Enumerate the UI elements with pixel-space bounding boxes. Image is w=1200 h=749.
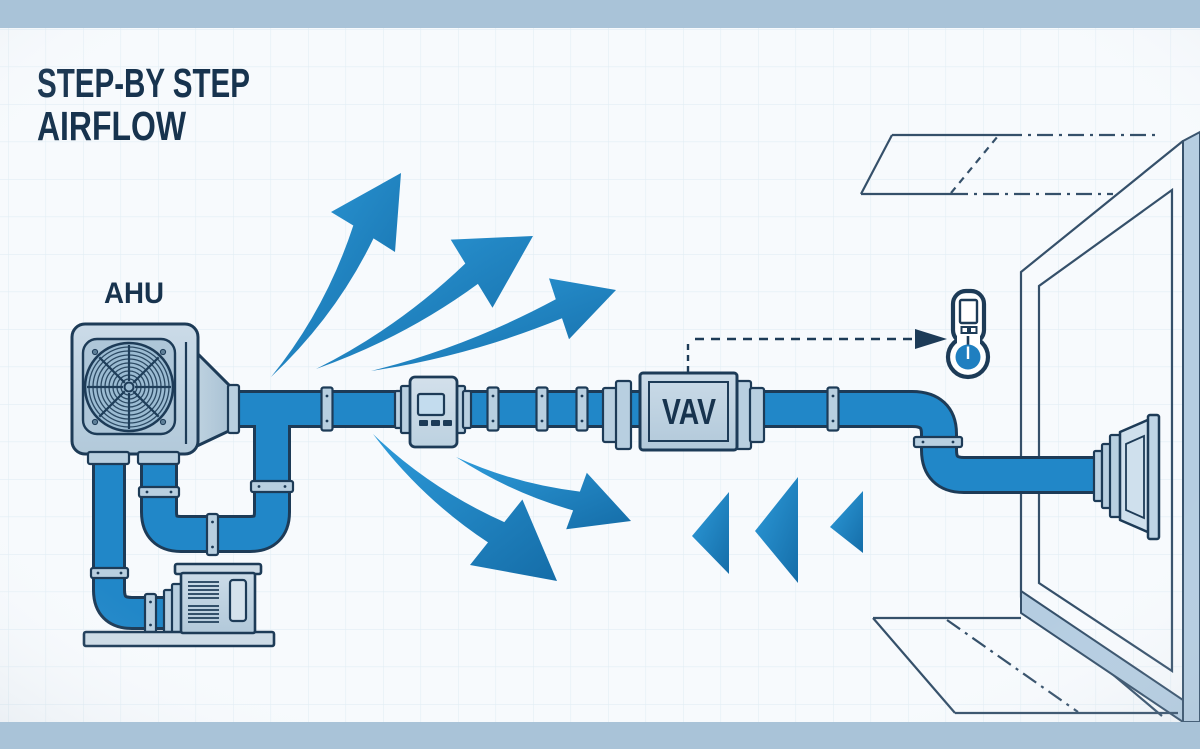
controller-buttons	[419, 420, 452, 426]
vav-label: VAV	[662, 391, 716, 432]
wall-edge-band	[1182, 130, 1200, 723]
diffuser-cone	[1118, 417, 1152, 535]
diffuser-backplate	[1146, 413, 1161, 541]
ahu-label: AHU	[104, 277, 164, 310]
controller-screen	[416, 392, 446, 417]
bottom-bar	[0, 722, 1200, 749]
vav-box: VAV	[601, 371, 766, 452]
page-title-line2: AIRFLOW	[37, 103, 186, 149]
thermostat-icon	[945, 288, 991, 380]
ahu-fan	[83, 341, 175, 433]
pump-side-panel	[228, 578, 248, 623]
thermostat-display	[958, 298, 979, 325]
top-bar	[0, 0, 1200, 28]
page-title-line1: STEP-BY STEP	[37, 60, 250, 106]
